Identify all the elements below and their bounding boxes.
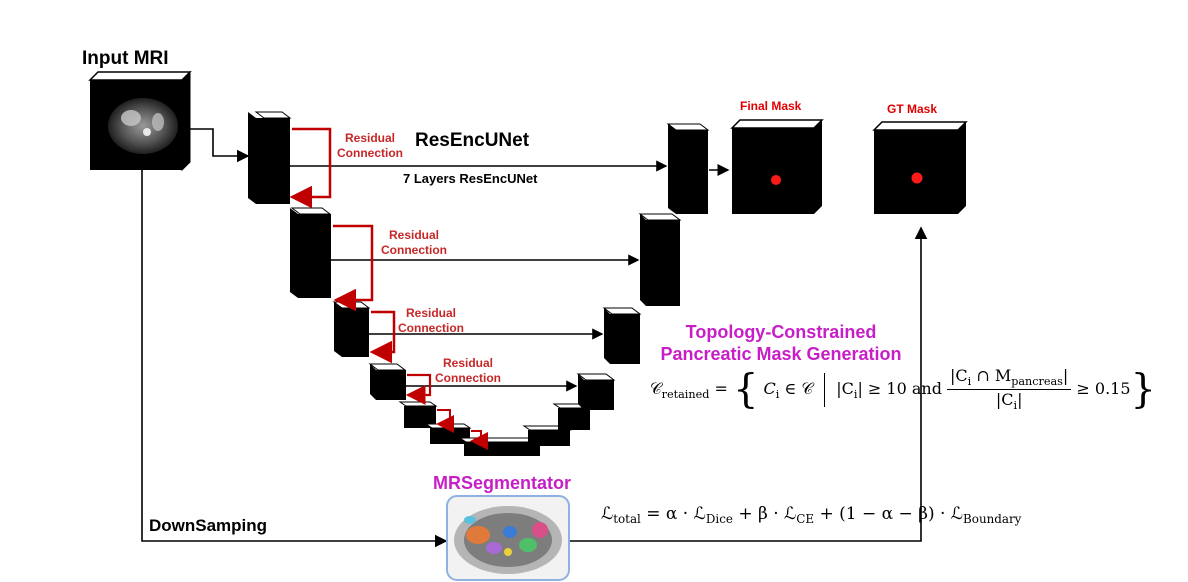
decoder-block-2 — [638, 213, 682, 306]
final-mask-label: Final Mask — [740, 99, 802, 113]
segmentator-to-gt-arrow — [570, 226, 928, 542]
network-subtitle: 7 Layers ResEncUNet — [403, 171, 538, 186]
final-mask-blob — [771, 175, 781, 185]
decoder-block-3 — [602, 307, 642, 364]
encoder-block-3 — [332, 301, 371, 357]
residual-arrow-5 — [436, 409, 454, 433]
gt-mask-blob — [911, 172, 923, 184]
residual-arrow-6 — [470, 430, 488, 450]
mrsegmentator-image — [446, 495, 570, 581]
mrsegmentator-label: MRSegmentator — [433, 473, 572, 493]
loss-formula: ℒtotal = α · ℒDice + β · ℒCE + (1 − α − … — [601, 504, 1022, 527]
input-to-encoder-arrow — [183, 128, 250, 163]
downsampling-arrow — [141, 170, 448, 548]
residual-arrow-1 — [289, 127, 332, 209]
residual-arrow-3 — [369, 310, 396, 364]
encoder-block-4 — [368, 363, 407, 400]
mri-slice-image — [108, 98, 178, 154]
residual-arrow-2 — [333, 224, 374, 312]
encoder-block-1 — [248, 111, 292, 204]
network-name: ResEncUNet — [415, 130, 530, 151]
encoder-block-2 — [290, 207, 332, 298]
residual-arrow-4 — [405, 373, 432, 405]
retention-formula: 𝒞retained = { Ci ∈ 𝒞 |Ci| ≥ 10 and |Ci ∩… — [650, 366, 1156, 413]
gt-mask-volume — [872, 121, 968, 214]
encoder-block-6 — [424, 423, 472, 444]
decoder-block-4 — [576, 373, 616, 410]
input-mri-title: Input MRI — [82, 48, 169, 69]
final-mask-volume — [730, 119, 824, 214]
decoder-block-1 — [666, 123, 710, 214]
input-mri-volume — [88, 70, 192, 172]
gt-mask-label: GT Mask — [887, 102, 938, 116]
downsampling-label: DownSamping — [149, 516, 268, 535]
